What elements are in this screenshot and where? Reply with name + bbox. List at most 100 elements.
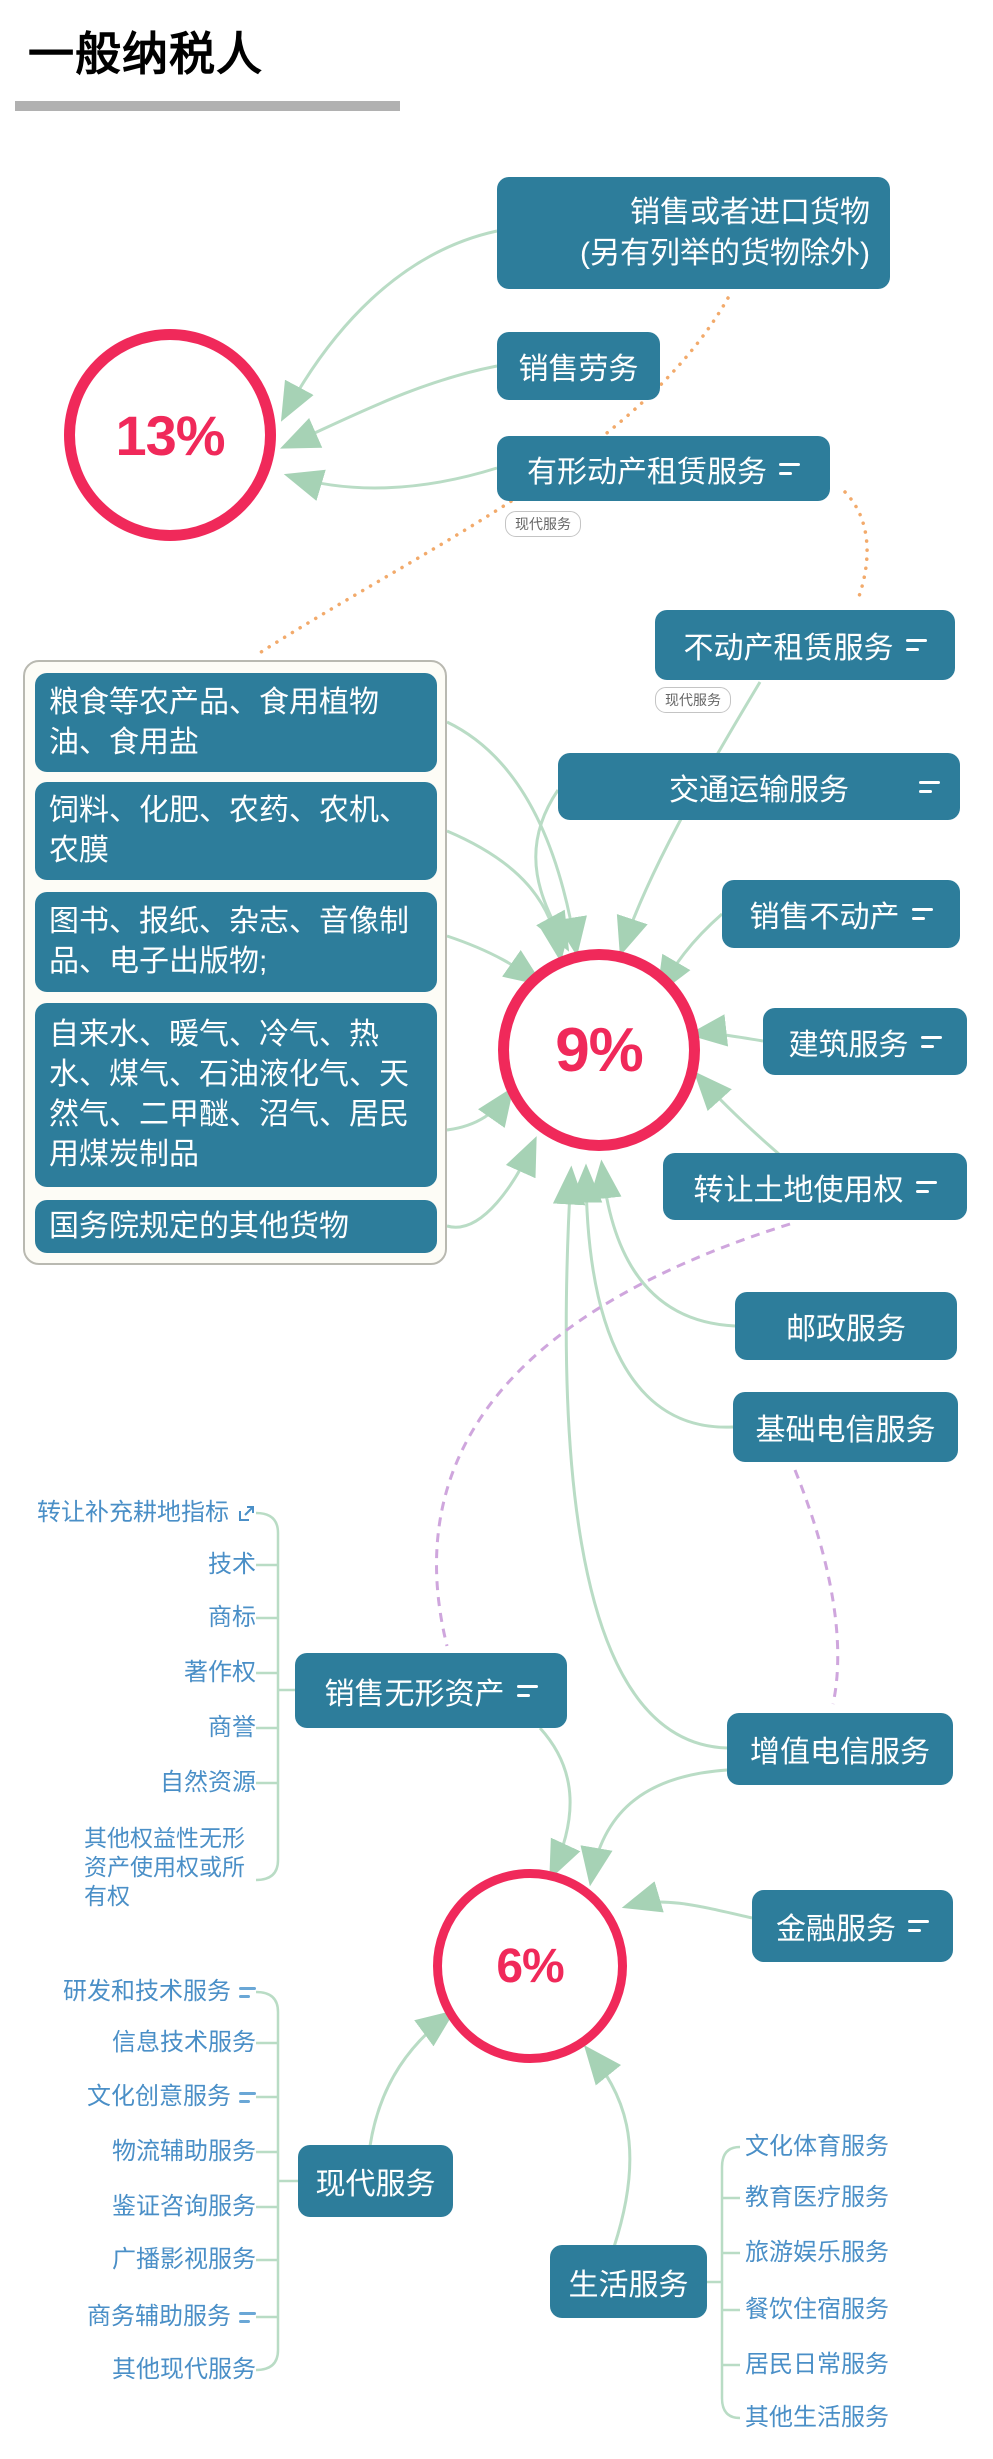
- node-value-added-telecom[interactable]: 增值电信服务: [727, 1713, 953, 1785]
- node-label: 现代服务: [315, 2168, 436, 2201]
- list-item-label: 旅游娱乐服务: [745, 2239, 889, 2266]
- notes-icon[interactable]: [905, 639, 927, 651]
- list-item-other-life[interactable]: 其他生活服务: [745, 2402, 889, 2434]
- node-goods-other-state-council[interactable]: 国务院规定的其他货物: [35, 1200, 437, 1253]
- node-label: 生活服务: [568, 2268, 689, 2302]
- node-label: 有形动产租赁服务: [527, 455, 767, 489]
- list-item-label: 其他权益性无形资产使用权或所有权: [84, 1825, 245, 1909]
- category-tag-modern-service: 现代服务: [655, 687, 731, 713]
- node-label: (另有列举的货物除外): [580, 237, 870, 270]
- list-item-cultural-creative[interactable]: 文化创意服务: [87, 2081, 256, 2113]
- node-basic-telecom[interactable]: 基础电信服务: [733, 1392, 958, 1462]
- list-item-label: 转让补充耕地指标: [37, 1499, 229, 1526]
- list-item-label: 自然资源: [160, 1769, 256, 1796]
- list-item-label: 其他现代服务: [112, 2356, 256, 2383]
- list-item-label: 文化体育服务: [745, 2133, 889, 2160]
- list-item-broadcast-film[interactable]: 广播影视服务: [112, 2244, 256, 2276]
- notes-icon[interactable]: [911, 908, 933, 920]
- node-modern-service[interactable]: 现代服务: [298, 2145, 453, 2217]
- list-item-label: 信息技术服务: [112, 2029, 256, 2056]
- node-goods-import[interactable]: 销售或者进口货物 (另有列举的货物除外): [497, 177, 890, 289]
- notes-icon[interactable]: [915, 1180, 937, 1193]
- rate-circle-9[interactable]: 9%: [498, 949, 700, 1151]
- notes-icon[interactable]: [239, 1986, 256, 1998]
- list-item-natural-resources[interactable]: 自然资源: [160, 1767, 256, 1799]
- node-sell-intangible[interactable]: 销售无形资产: [295, 1653, 567, 1728]
- node-label: 自来水、暖气、冷气、热水、煤气、石油液化气、天然气、二甲醚、沼气、居民用煤炭制品: [49, 1018, 409, 1171]
- notes-icon[interactable]: [779, 462, 800, 475]
- list-item-land-quota[interactable]: 转让补充耕地指标: [37, 1497, 256, 1529]
- list-item-label: 鉴证咨询服务: [112, 2193, 256, 2220]
- notes-icon[interactable]: [516, 1684, 538, 1697]
- node-label: 建筑服务: [788, 1028, 909, 1062]
- node-goods-agricultural[interactable]: 粮食等农产品、食用植物油、食用盐: [35, 673, 437, 772]
- node-label: 基础电信服务: [755, 1414, 936, 1447]
- rate-label-9: 9%: [555, 1015, 644, 1085]
- node-label: 邮政服务: [786, 1313, 906, 1346]
- list-item-other-intangible[interactable]: 其他权益性无形资产使用权或所有权: [84, 1824, 256, 1911]
- node-life-service[interactable]: 生活服务: [550, 2245, 707, 2318]
- list-item-business-auxiliary[interactable]: 商务辅助服务: [87, 2301, 256, 2333]
- node-goods-utilities[interactable]: 自来水、暖气、冷气、热水、煤气、石油液化气、天然气、二甲醚、沼气、居民用煤炭制品: [35, 1003, 437, 1187]
- node-label: 不动产租赁服务: [683, 632, 894, 665]
- list-item-culture-sports[interactable]: 文化体育服务: [745, 2131, 889, 2163]
- list-item-copyright[interactable]: 著作权: [184, 1657, 256, 1689]
- list-item-label: 广播影视服务: [112, 2246, 256, 2273]
- list-item-label: 其他生活服务: [745, 2404, 889, 2431]
- list-item-label: 研发和技术服务: [63, 1978, 231, 2005]
- category-tag-modern-service: 现代服务: [505, 511, 581, 537]
- list-item-label: 著作权: [184, 1659, 256, 1686]
- rate-circle-13[interactable]: 13%: [64, 329, 276, 541]
- node-label: 销售不动产: [749, 901, 900, 934]
- node-label: 金融服务: [776, 1913, 896, 1946]
- list-item-resident-daily[interactable]: 居民日常服务: [745, 2349, 889, 2381]
- list-item-label: 商誉: [208, 1714, 256, 1741]
- notes-icon[interactable]: [239, 2311, 256, 2323]
- list-item-certification-consulting[interactable]: 鉴证咨询服务: [112, 2191, 256, 2223]
- list-item-other-modern[interactable]: 其他现代服务: [112, 2354, 256, 2386]
- notes-icon[interactable]: [920, 1035, 942, 1048]
- list-item-tourism-entertainment[interactable]: 旅游娱乐服务: [745, 2237, 889, 2269]
- node-label: 交通运输服务: [669, 773, 849, 807]
- list-item-it-service[interactable]: 信息技术服务: [112, 2027, 256, 2059]
- list-item-label: 技术: [208, 1551, 256, 1578]
- list-item-label: 居民日常服务: [745, 2351, 889, 2378]
- list-item-catering-accommodation[interactable]: 餐饮住宿服务: [745, 2294, 889, 2326]
- notes-icon[interactable]: [239, 2091, 256, 2103]
- node-transport[interactable]: 交通运输服务: [558, 753, 960, 820]
- external-link-icon[interactable]: [237, 1504, 256, 1523]
- title-underline: [15, 101, 400, 111]
- notes-icon[interactable]: [908, 1920, 929, 1932]
- node-tangible-lease[interactable]: 有形动产租赁服务: [497, 436, 830, 501]
- list-item-trademark[interactable]: 商标: [208, 1602, 256, 1634]
- node-sell-realestate[interactable]: 销售不动产: [722, 880, 960, 948]
- node-label: 销售或者进口货物: [630, 196, 870, 229]
- node-label: 销售无形资产: [324, 1677, 505, 1711]
- node-label: 国务院规定的其他货物: [49, 1209, 349, 1243]
- list-item-logistics-auxiliary[interactable]: 物流辅助服务: [112, 2136, 256, 2168]
- page-title: 一般纳税人: [28, 28, 263, 80]
- node-label: 粮食等农产品、食用植物油、食用盐: [49, 685, 379, 759]
- list-item-label: 商务辅助服务: [87, 2303, 231, 2330]
- node-sell-labor[interactable]: 销售劳务: [497, 332, 660, 400]
- node-construction[interactable]: 建筑服务: [763, 1008, 967, 1075]
- rate-circle-6[interactable]: 6%: [433, 1869, 627, 2063]
- node-realestate-lease[interactable]: 不动产租赁服务: [655, 610, 955, 680]
- list-item-rnd-service[interactable]: 研发和技术服务: [63, 1976, 256, 2008]
- node-label: 增值电信服务: [750, 1736, 930, 1769]
- list-item-label: 文化创意服务: [87, 2083, 231, 2110]
- rate-label-13: 13%: [115, 403, 225, 467]
- node-land-use-transfer[interactable]: 转让土地使用权: [663, 1153, 967, 1220]
- node-goods-books-media[interactable]: 图书、报纸、杂志、音像制品、电子出版物;: [35, 892, 437, 992]
- list-item-label: 餐饮住宿服务: [745, 2296, 889, 2323]
- node-postal[interactable]: 邮政服务: [735, 1292, 957, 1360]
- list-item-label: 商标: [208, 1604, 256, 1631]
- notes-icon[interactable]: [919, 780, 940, 793]
- node-finance[interactable]: 金融服务: [752, 1890, 953, 1962]
- list-item-education-medical[interactable]: 教育医疗服务: [745, 2182, 889, 2214]
- node-goods-feed-fertilizer[interactable]: 饲料、化肥、农药、农机、农膜: [35, 782, 437, 880]
- list-item-technology[interactable]: 技术: [208, 1549, 256, 1581]
- list-item-goodwill[interactable]: 商誉: [208, 1712, 256, 1744]
- node-label: 销售劳务: [518, 353, 639, 386]
